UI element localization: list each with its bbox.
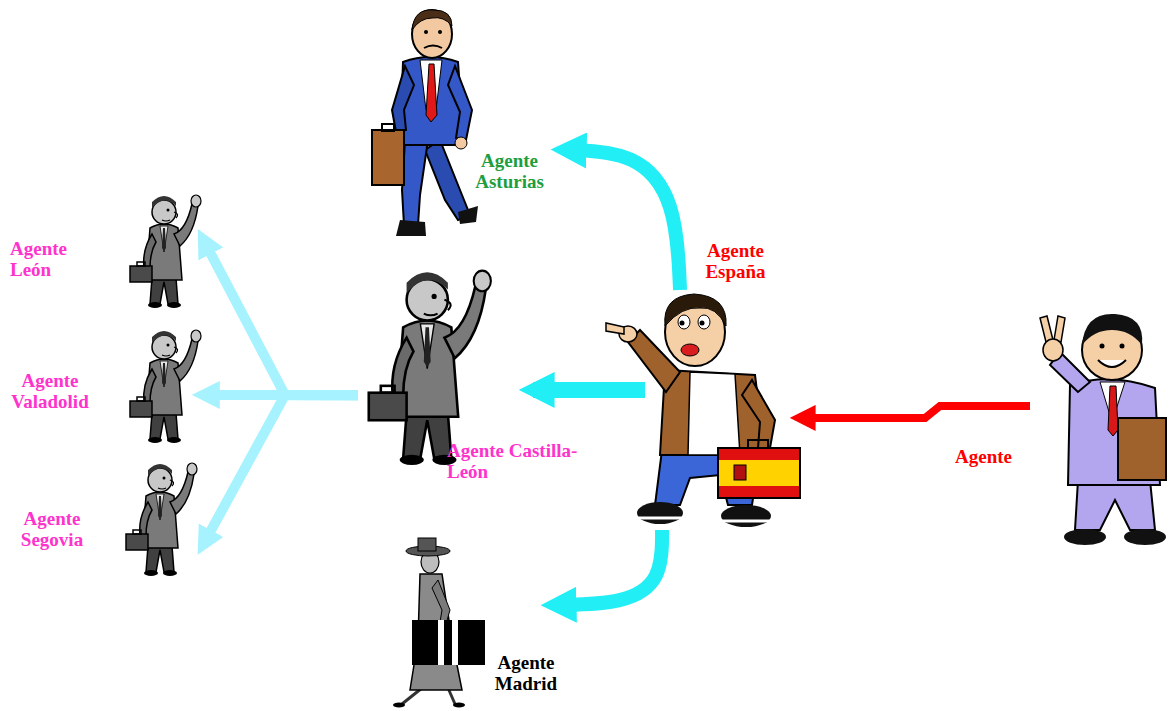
waving-agent-figure: [130, 330, 201, 443]
figure-eye: [1120, 344, 1125, 349]
figure-finger: [1040, 316, 1053, 342]
delegation-arrow: [565, 150, 680, 290]
figure-mouth: [1098, 360, 1126, 367]
figure-shirt: [688, 372, 740, 455]
agent-name: Agente Asturias: [462, 150, 557, 192]
figure-pupil: [680, 321, 685, 326]
suitcase-handle: [748, 440, 768, 448]
woman-figure: [393, 538, 485, 708]
agent-node: Agente: [1030, 315, 1169, 550]
delegation-arrow: [203, 390, 358, 400]
figure-shoe: [1124, 529, 1166, 545]
folder: [1118, 418, 1166, 480]
hat-crown: [418, 538, 436, 551]
figure-leg: [402, 140, 428, 225]
figure-arm: [448, 66, 472, 140]
figure-shoe: [396, 220, 426, 236]
delegation-arrow: [555, 530, 662, 605]
agent-label: Agente Valadolid: [4, 370, 96, 412]
agent-node: Agente Madrid: [390, 538, 555, 708]
victory-agent-figure: [1040, 314, 1166, 545]
figure-finger: [606, 323, 624, 334]
briefcase-handle: [382, 124, 394, 131]
agent-node: Agente Castilla-León: [358, 262, 533, 467]
figure-tie: [1108, 386, 1118, 436]
figure-shoe: [393, 703, 405, 708]
agent-node: Agente Segovia: [118, 458, 203, 578]
agent-name: Agente Valadolid: [4, 370, 96, 412]
agent-node: Agente León: [125, 190, 203, 308]
agent-name: Agente Segovia: [10, 508, 94, 550]
figure-shoe: [721, 505, 771, 527]
flag-band: [718, 448, 800, 460]
figure-tie: [426, 64, 437, 122]
flag-band: [718, 486, 800, 498]
agent-label: Agente León: [10, 238, 85, 280]
figure-shoe: [1064, 529, 1106, 545]
figure-leg: [425, 140, 470, 220]
figure-eye: [424, 30, 428, 34]
agent-label: Agente Castilla-León: [447, 440, 597, 482]
agent-name: Agente León: [10, 238, 85, 280]
delegation-arrow: [203, 395, 358, 545]
figure-eye: [1100, 344, 1105, 349]
agent-name: Agente Madrid: [489, 652, 563, 694]
agent-label: Agente Asturias: [462, 150, 557, 192]
flag-suitcase: [718, 448, 800, 498]
figure-hand: [1043, 339, 1063, 361]
figure-eye: [678, 315, 690, 329]
figure-eye: [438, 30, 442, 34]
agent-node: Agente Asturias: [368, 8, 565, 238]
waving-agent-figure: [126, 463, 197, 576]
figure-hair: [412, 10, 452, 30]
briefcase: [372, 130, 404, 185]
agent-label: Agente: [955, 446, 1045, 467]
figure-legs: [1075, 480, 1155, 530]
delegation-arrow: [800, 406, 1030, 418]
walking-businessman-figure: [372, 10, 478, 236]
flag-band: [718, 460, 800, 486]
agent-label: Agente Segovia: [10, 508, 94, 550]
shopping-bag: [412, 620, 485, 665]
figure-shoe: [458, 206, 478, 224]
figure-arm: [392, 66, 414, 132]
pointing-man-figure: [606, 294, 800, 527]
waving-agent-figure: [369, 271, 491, 465]
agent-label: Agente Madrid: [489, 652, 563, 694]
figure-mouth: [681, 344, 699, 356]
flag-emblem: [734, 465, 746, 480]
figure-arm: [742, 380, 775, 448]
figure-hand: [455, 137, 467, 149]
agent-label: Agente España: [693, 240, 778, 282]
delegation-arrow: [533, 382, 645, 398]
figure-finger: [1054, 316, 1065, 342]
figure-hair: [1082, 314, 1142, 345]
figure-pupil: [700, 321, 705, 326]
bag-stripe: [452, 620, 458, 665]
agent-name: Agente: [955, 446, 1045, 467]
agent-name: Agente Castilla-León: [447, 440, 597, 482]
waving-agent-figure: [130, 195, 201, 308]
agent-node: Agente Valadolid: [125, 325, 203, 442]
figure-eye: [698, 315, 710, 329]
figure-shoe: [453, 703, 465, 708]
figure-mouth: [424, 46, 442, 49]
agent-name: Agente España: [693, 240, 778, 282]
figure-sole: [638, 517, 682, 520]
figure-shoe: [637, 502, 683, 524]
bag-stripe: [438, 620, 444, 665]
figure-arm: [432, 580, 450, 624]
figure-hair: [665, 294, 726, 326]
delegation-arrow: [203, 239, 358, 395]
figure-head: [412, 10, 452, 58]
figure-sole: [722, 520, 770, 523]
agent-node: Agente España: [645, 290, 800, 530]
